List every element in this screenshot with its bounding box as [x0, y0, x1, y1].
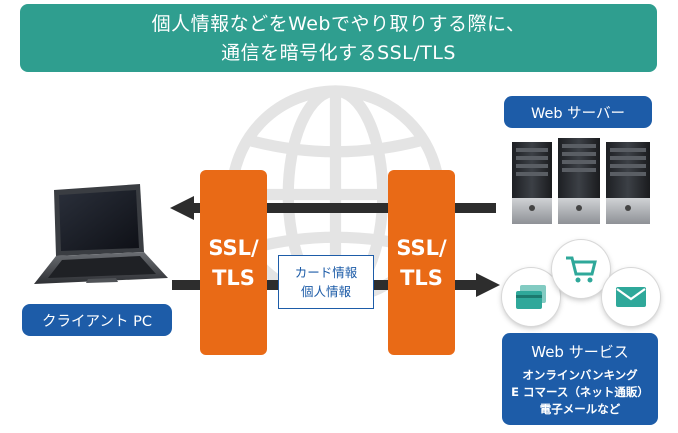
card-icon: [516, 285, 546, 309]
data-box: カード情報 個人情報: [278, 255, 374, 309]
title-banner: 個人情報などをWebでやり取りする際に、 通信を暗号化するSSL/TLS: [20, 4, 657, 72]
web-service-items: オンラインバンキング E コマース（ネット通販） 電子メールなど: [511, 367, 649, 418]
web-service-box: Web サービス オンラインバンキング E コマース（ネット通販） 電子メールな…: [502, 333, 658, 425]
service-item: オンラインバンキング: [522, 368, 638, 382]
cart-icon: [566, 256, 597, 283]
pill-right-line-2: TLS: [400, 265, 443, 290]
data-box-line-2: 個人情報: [300, 284, 351, 299]
arrow-head-right: [476, 273, 500, 297]
ssl-tls-pill-right: SSL/ TLS: [388, 170, 455, 355]
card-icon-circle: [502, 268, 560, 326]
pill-left-line-2: TLS: [212, 265, 255, 290]
arrow-to-client: [190, 203, 496, 213]
data-box-line-1: カード情報: [294, 265, 358, 280]
client-pc-label: クライアント PC: [22, 304, 172, 336]
server-icon: [512, 138, 650, 224]
client-pc-label-text: クライアント PC: [42, 313, 152, 330]
pill-right-line-1: SSL/: [396, 235, 447, 260]
laptop-icon: [34, 184, 168, 284]
ssl-tls-pill-left: SSL/ TLS: [200, 170, 267, 355]
service-item: 電子メールなど: [539, 402, 621, 416]
web-server-label: Web サーバー: [504, 96, 652, 128]
pill-left-line-1: SSL/: [208, 235, 259, 260]
mail-icon-circle: [602, 268, 660, 326]
arrow-head-left: [170, 196, 194, 220]
web-server-label-text: Web サーバー: [530, 105, 626, 122]
web-service-title: Web サービス: [531, 343, 629, 361]
cart-icon-circle: [552, 240, 610, 298]
mail-icon: [616, 287, 646, 307]
service-item: E コマース（ネット通販）: [511, 385, 649, 399]
banner-line-1: 個人情報などをWebでやり取りする際に、: [151, 13, 526, 35]
banner-line-2: 通信を暗号化するSSL/TLS: [221, 42, 456, 64]
